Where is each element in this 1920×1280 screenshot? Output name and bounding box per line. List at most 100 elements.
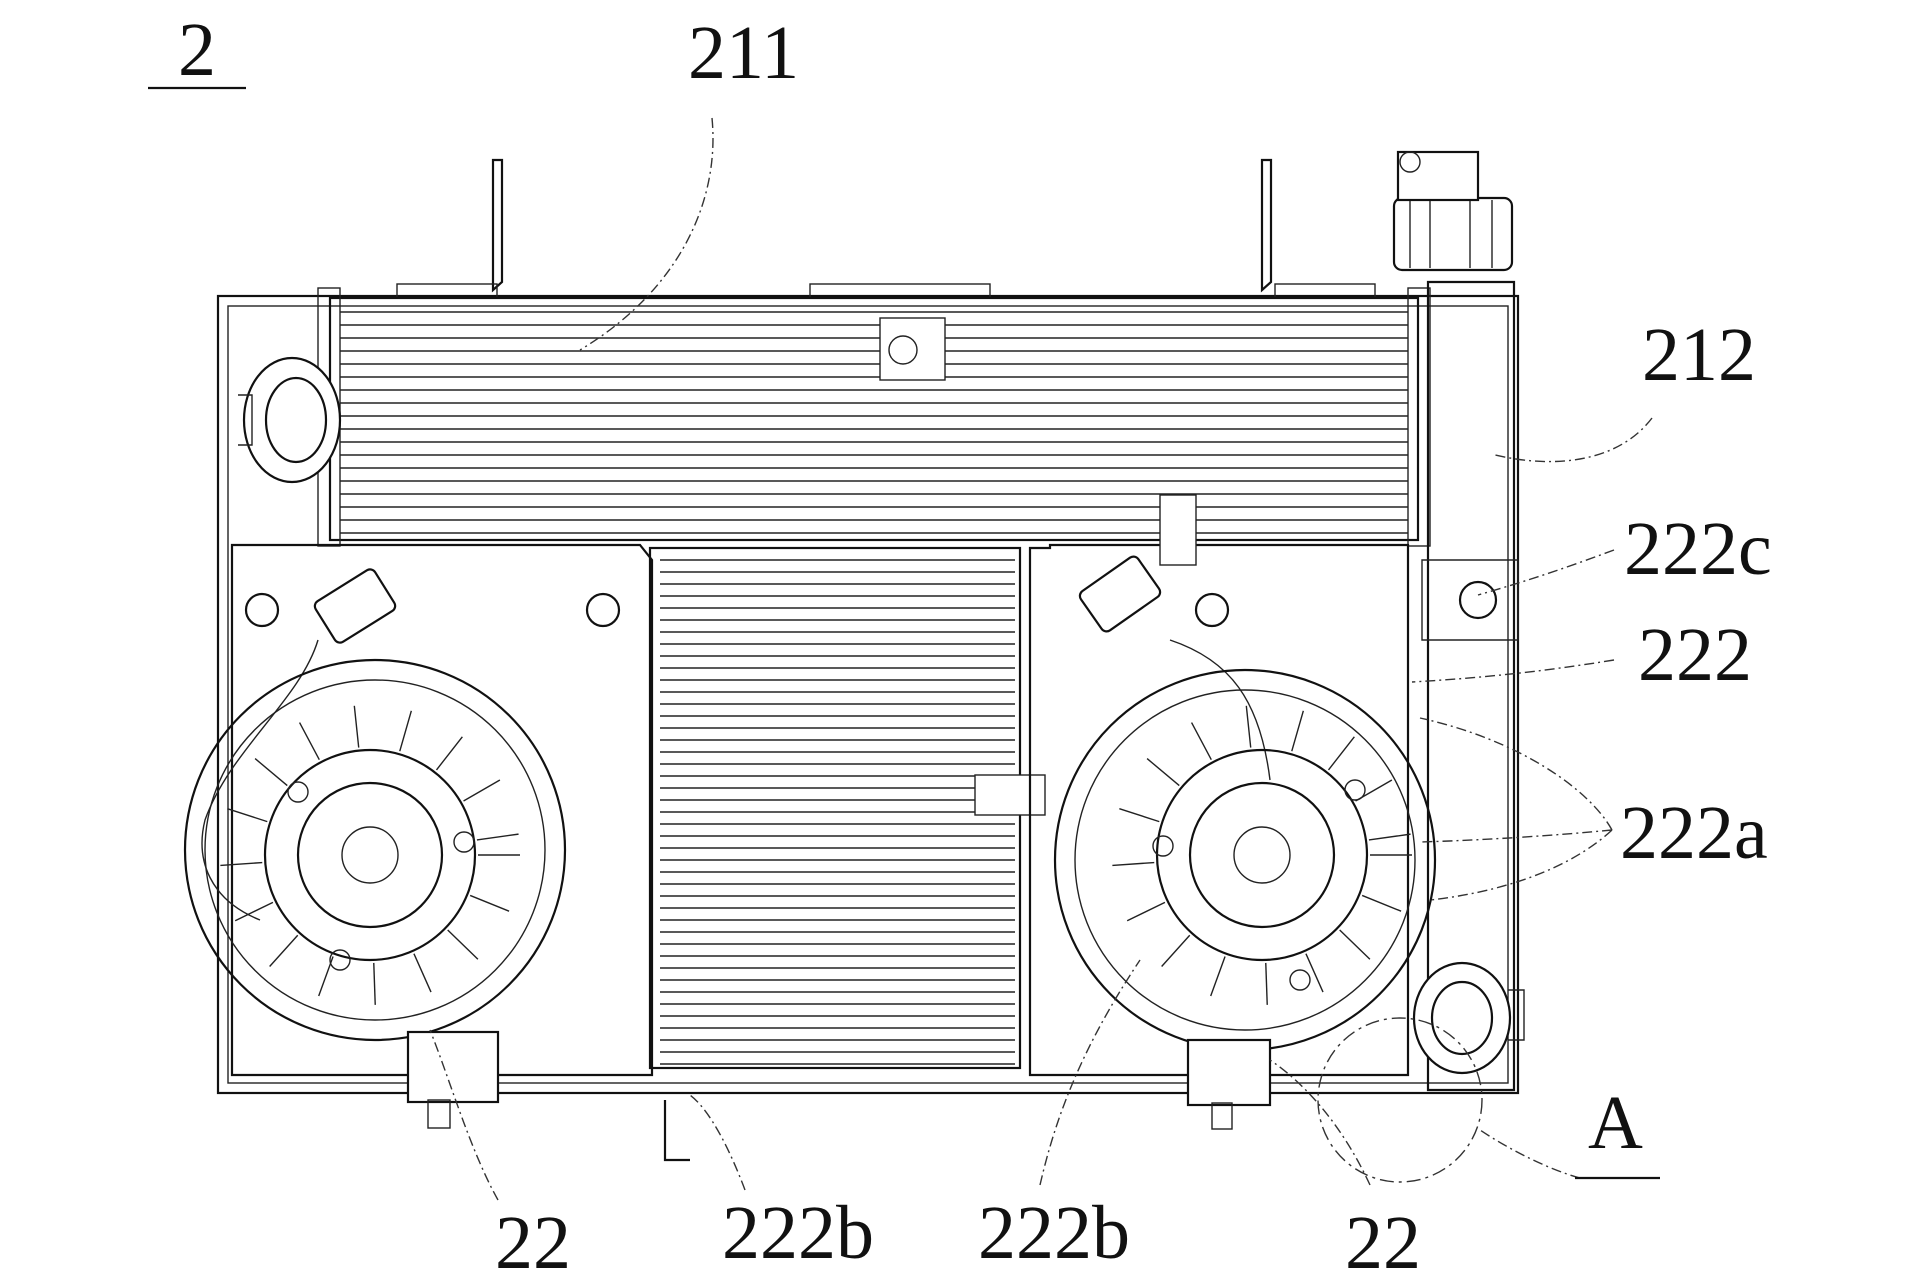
left-vent-slot: [463, 779, 501, 802]
cap-vent: [1399, 151, 1421, 173]
right-vent-slot: [1305, 953, 1324, 993]
label-212: 212: [1642, 313, 1756, 397]
side-tank-body: [1426, 280, 1516, 1092]
left-fan-stud: [427, 1099, 451, 1129]
left-shroud-bolt-1: [244, 592, 280, 628]
label-22-right: 22: [1345, 1201, 1421, 1280]
right-vent-slot: [1146, 758, 1180, 787]
right-fan-blade-ring-inner: [1074, 689, 1416, 1031]
right-vent-slot: [1368, 833, 1411, 841]
left-fan-screw-3: [329, 949, 351, 971]
leader-222a-1: [1419, 717, 1613, 831]
leader-222b-right: [1039, 959, 1141, 1186]
center-clip: [974, 774, 1046, 816]
right-fan-blade-ring: [1053, 668, 1437, 1052]
right-fan-motor: [1155, 748, 1369, 962]
leader-22-left: [429, 1029, 499, 1201]
left-shroud-outline: [230, 543, 654, 1077]
right-fan-hub: [1188, 781, 1336, 929]
radiator-cap: [1392, 196, 1514, 272]
right-connector: [1078, 555, 1162, 633]
left-vent-slot: [353, 705, 360, 748]
right-fan-screw-1: [1152, 835, 1174, 857]
tank-tab-bolt: [1458, 580, 1498, 620]
left-vent-slot: [269, 934, 299, 967]
left-fan-mount: [406, 1030, 500, 1104]
left-vent-slot: [373, 962, 376, 1005]
right-vent-slot: [1210, 956, 1226, 997]
leader-lines: [429, 117, 1660, 1201]
detail-a-circle: [1317, 1017, 1483, 1183]
label-222b-left: 222b: [722, 1191, 874, 1275]
outer-frame: [216, 294, 1520, 1095]
right-bracket: [1260, 158, 1273, 293]
left-vent-slot: [399, 710, 413, 752]
bottom-bracket: [663, 1100, 690, 1162]
assembly-frame: [216, 158, 1520, 1095]
left-vent-slot: [318, 956, 334, 997]
left-connector: [313, 568, 397, 644]
leader-222a-3: [1419, 829, 1613, 843]
lower-core-fins: [660, 559, 1015, 1065]
upper-core-outline: [328, 296, 1420, 542]
inner-frame: [227, 305, 1509, 1084]
left-fan-vents: [220, 705, 520, 1005]
left-vent-slot: [254, 758, 288, 787]
left-vent-slot: [447, 929, 479, 960]
right-vent-slot: [1190, 722, 1212, 760]
lower-radiator-core: [648, 546, 1046, 1070]
upper-core-fins: [340, 311, 1408, 534]
label-22-left: 22: [495, 1201, 571, 1280]
right-sensor: [1159, 494, 1197, 566]
label-222: 222: [1638, 613, 1752, 697]
left-pipe-clamp: [238, 394, 253, 446]
right-fan: [1053, 668, 1437, 1130]
left-fan: [183, 658, 567, 1129]
label-222b-right: 222b: [978, 1191, 1130, 1275]
leader-222: [1411, 659, 1615, 683]
leader-22-right: [1269, 1059, 1371, 1186]
right-fan-axle: [1233, 826, 1291, 884]
right-shroud-bolt: [1194, 592, 1230, 628]
left-vent-slot: [298, 722, 320, 760]
left-fan-screw-2: [453, 831, 475, 853]
left-fan-shroud: [201, 543, 654, 1077]
right-vent-slot: [1339, 929, 1371, 960]
left-vent-slot: [234, 901, 274, 922]
right-fan-shroud: [1028, 494, 1410, 1077]
right-header: [1407, 287, 1431, 547]
right-vent-slot: [1126, 901, 1166, 922]
right-vent-slot: [1245, 705, 1252, 748]
left-fan-blade-ring: [183, 658, 567, 1042]
reference-labels: 211 212 222c 222 222a A 22 222b 222b 22: [495, 11, 1772, 1280]
left-vent-slot: [227, 807, 268, 823]
right-vent-slot: [1355, 779, 1393, 802]
left-fan-screw-1: [287, 781, 309, 803]
left-fan-axle: [341, 826, 399, 884]
leader-222b-left: [689, 1094, 746, 1191]
right-vent-slot: [1161, 934, 1191, 967]
label-222a: 222a: [1620, 791, 1768, 875]
lower-core-outline: [648, 546, 1022, 1070]
right-shroud-outline: [1028, 543, 1410, 1077]
left-shroud-bolt-2: [585, 592, 621, 628]
tank-tab-plate: [1421, 559, 1519, 641]
side-tank: [1392, 150, 1519, 1092]
upper-radiator-core: [317, 287, 1431, 547]
leader-a: [1479, 1129, 1581, 1179]
right-vent-slot: [1291, 710, 1305, 752]
right-vent-slot: [1112, 861, 1155, 867]
left-vent-slot: [220, 861, 263, 867]
left-vent-slot: [476, 833, 519, 841]
right-fan-screw-2: [1344, 779, 1366, 801]
center-boss-bolt: [888, 335, 918, 365]
right-fan-screw-3: [1289, 969, 1311, 991]
left-inlet-pipe: [238, 356, 342, 484]
center-boss: [879, 317, 946, 381]
right-fan-vents: [1112, 705, 1412, 1005]
left-pipe-inner: [264, 376, 328, 464]
right-vent-slot: [1361, 894, 1402, 912]
right-wire: [1169, 639, 1271, 781]
left-wire: [201, 639, 319, 921]
